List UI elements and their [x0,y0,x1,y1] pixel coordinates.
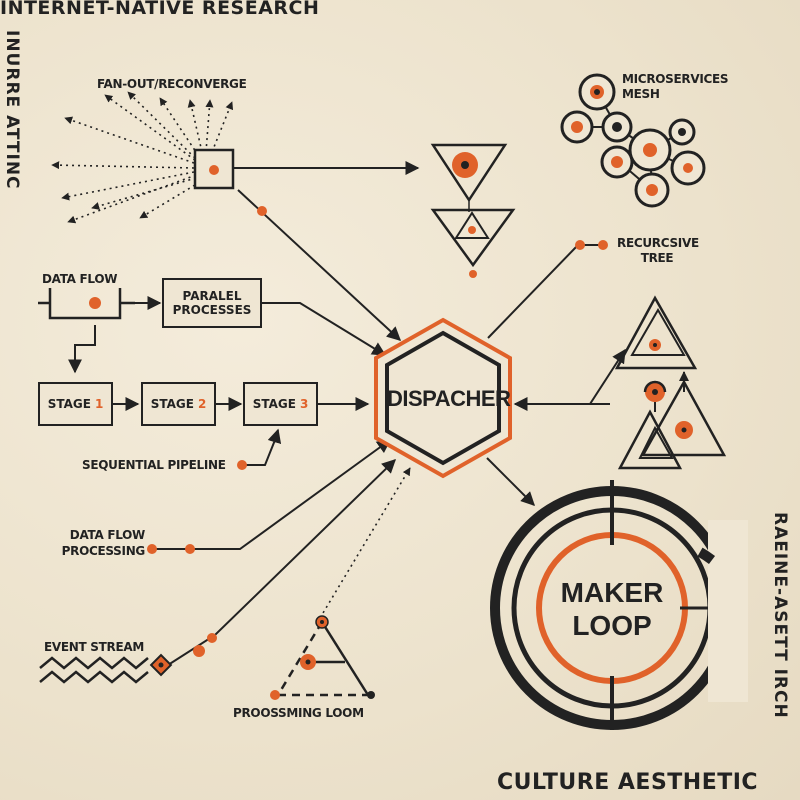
data-flow-label: DATA FLOW [42,272,118,286]
right-vertical-text: RAEINE-ASETT IRCH [770,512,790,719]
recursive-tree-label: RECURCSIVE TREE [617,236,699,265]
stage-2-number: 2 [197,397,207,411]
maker-loop-label: MAKER LOOP [560,577,664,641]
stage-3-label: STAGE [252,397,296,411]
loom-triangle [276,621,370,697]
fanout-label: FAN-OUT/RECONVERGE [97,77,247,91]
stage-2-label: STAGE [150,397,194,411]
event-zigzags [39,656,149,684]
stage-1-label: STAGE [47,397,91,411]
microservices-label: MICROSERVICES MESH [622,72,729,101]
processing-loom-label: PROOSSMING LOOM [233,706,364,720]
footer-title: CULTURE AESTHETIC [497,770,759,795]
stage-3-number: 3 [299,397,309,411]
dispatcher-hexagon [374,317,512,479]
event-stream-label: EVENT STREAM [44,640,144,654]
recursive-triangles [614,295,727,470]
fanout-rays [51,91,234,224]
microservices-mesh [560,73,706,208]
dispatcher-label: DISPACHER [387,386,511,411]
data-flow-bracket [38,288,135,320]
triangle-cluster [430,143,516,278]
parallel-processes-box: PARALEL PROCESSES [162,278,262,328]
stage-1-number: 1 [94,397,104,411]
data-flow-processing-label: DATA FLOW PROCESSING [61,528,146,558]
left-vertical-text: INURRE ATTINC [2,30,22,190]
sequential-pipeline-label: SEQUENTIAL PIPELINE [82,458,226,472]
header-title: INTERNET-NATIVE RESEARCH [0,0,320,19]
